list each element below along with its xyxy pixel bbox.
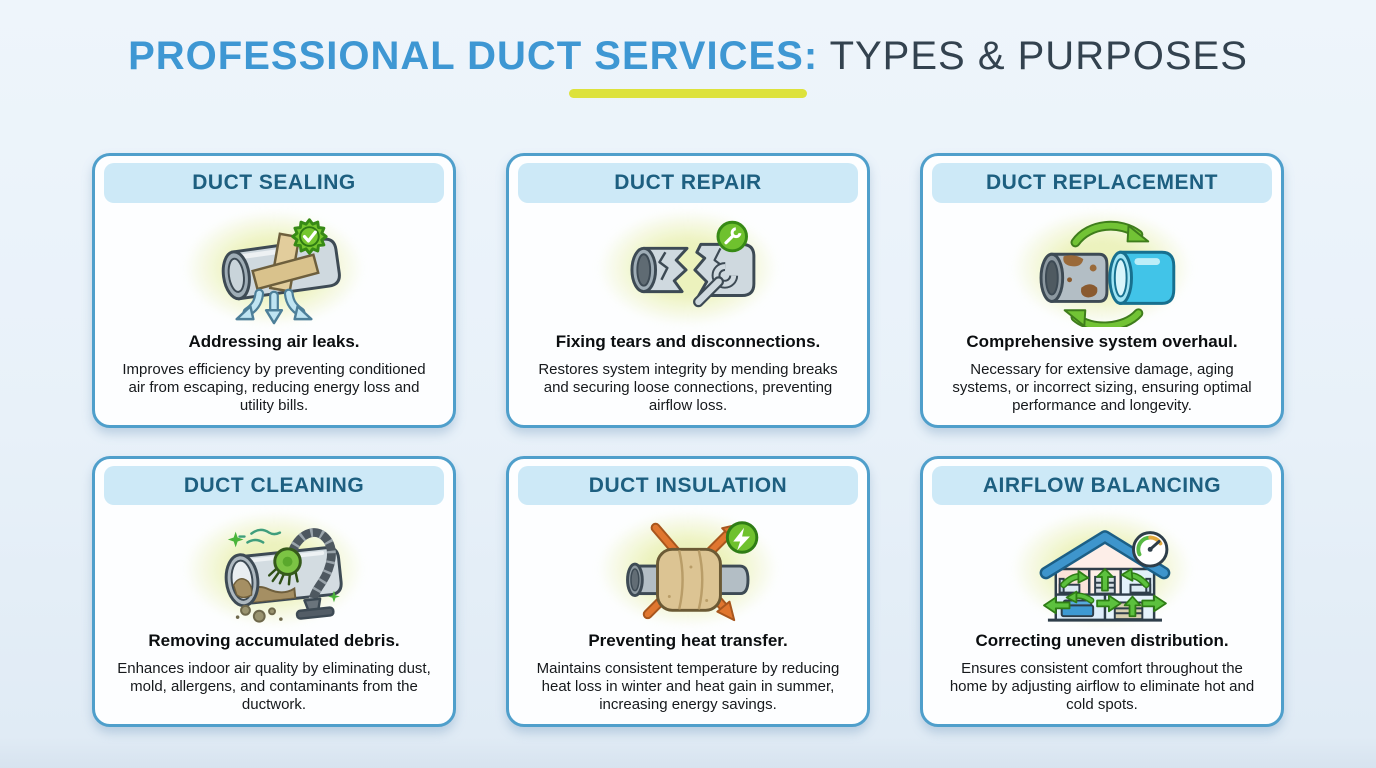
card-duct-insulation: DUCT INSULATION: [506, 456, 870, 727]
vacuum-hose: [286, 527, 336, 606]
card-description: Improves efficiency by preventing condit…: [122, 361, 426, 414]
card-duct-replacement: DUCT REPLACEMENT: [920, 153, 1284, 428]
card-description: Maintains consistent temperature by redu…: [536, 660, 840, 713]
service-card-grid: DUCT SEALING: [92, 153, 1284, 727]
duct-insulation-icon: [626, 520, 759, 621]
card-title-duct-insulation: DUCT INSULATION: [518, 466, 858, 506]
card-description: Necessary for extensive damage, aging sy…: [952, 361, 1252, 414]
page-header: PROFESSIONAL DUCT SERVICES: TYPES & PURP…: [0, 34, 1376, 98]
insulation-wrap: [656, 547, 722, 612]
duct-repair-icon: [630, 220, 756, 308]
card-duct-cleaning: DUCT CLEANING: [92, 456, 456, 727]
brush-head: [267, 546, 302, 585]
card-duct-repair: DUCT REPAIR: [506, 153, 870, 428]
page-title-primary: PROFESSIONAL DUCT SERVICES:: [128, 34, 819, 78]
card-duct-sealing: DUCT SEALING: [92, 153, 456, 428]
card-subtitle: Comprehensive system overhaul.: [966, 332, 1238, 351]
card-subtitle: Addressing air leaks.: [188, 332, 360, 351]
page-title: PROFESSIONAL DUCT SERVICES: TYPES & PURP…: [0, 34, 1376, 79]
icon-zone: [104, 207, 444, 329]
wrench-icon: [693, 262, 739, 308]
card-title-duct-replacement: DUCT REPLACEMENT: [932, 163, 1272, 203]
wrench-badge-icon: [716, 220, 748, 253]
card-title-duct-cleaning: DUCT CLEANING: [104, 466, 444, 506]
attic: [1055, 539, 1155, 569]
duct-replacement-icon: [1039, 220, 1176, 327]
icon-zone: [518, 207, 858, 329]
new-blue-duct: [1108, 250, 1176, 305]
card-subtitle: Fixing tears and disconnections.: [555, 332, 821, 351]
wind-swirl: [238, 528, 282, 544]
duct-cleaning-icon: [224, 527, 343, 623]
airflow-arrows: [1043, 567, 1167, 617]
card-description: Ensures consistent comfort throughout th…: [949, 660, 1255, 713]
gauge-icon: [1131, 530, 1169, 568]
vacuum-nozzle: [295, 597, 335, 620]
page-title-secondary: TYPES & PURPOSES: [818, 34, 1248, 78]
icon-zone: [104, 509, 444, 628]
dust-particles: [235, 604, 283, 623]
sparkles: [227, 531, 340, 602]
energy-badge-icon: [725, 520, 759, 554]
icon-zone: [518, 509, 858, 628]
card-subtitle: Correcting uneven distribution.: [975, 631, 1229, 650]
card-title-duct-sealing: DUCT SEALING: [104, 163, 444, 203]
card-subtitle: Preventing heat transfer.: [588, 631, 788, 650]
card-title-airflow-balancing: AIRFLOW BALANCING: [932, 466, 1272, 506]
cycle-arrow-top: [1070, 220, 1150, 248]
leak-arrows: [235, 288, 313, 325]
card-title-duct-repair: DUCT REPAIR: [518, 163, 858, 203]
duct-sealing-icon: [221, 218, 341, 325]
airflow-balancing-icon: [1039, 529, 1171, 622]
card-description: Restores system integrity by mending bre…: [538, 361, 838, 414]
icon-zone: [932, 207, 1272, 329]
old-rusty-duct: [1039, 252, 1109, 303]
icon-zone: [932, 509, 1272, 628]
cycle-arrow-bottom: [1063, 308, 1144, 327]
title-underline-accent: [569, 89, 807, 98]
card-description: Enhances indoor air quality by eliminati…: [117, 660, 431, 713]
card-airflow-balancing: AIRFLOW BALANCING: [920, 456, 1284, 727]
check-badge-icon: [291, 218, 328, 255]
card-subtitle: Removing accumulated debris.: [148, 631, 400, 650]
